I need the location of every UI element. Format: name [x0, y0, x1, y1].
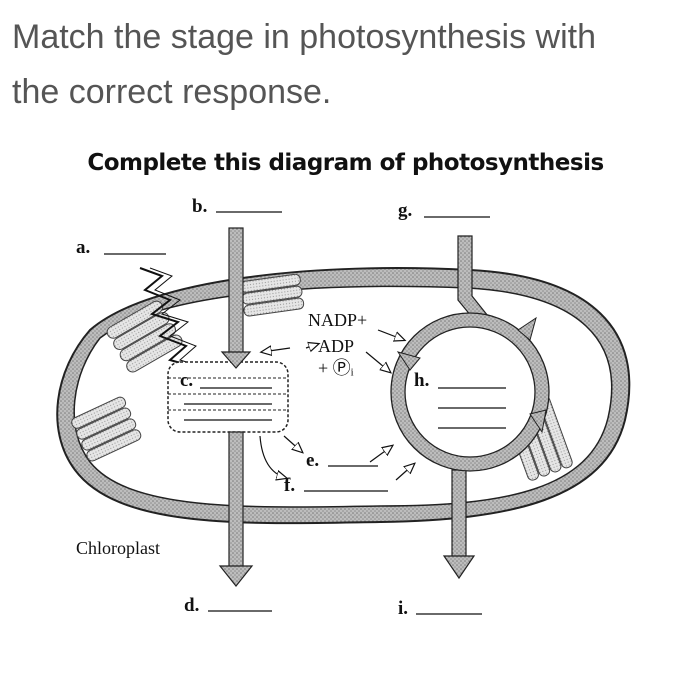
calvin-arrowhead-3 — [396, 351, 421, 371]
question-line-2: the correct response. — [12, 73, 332, 111]
label-a: a. — [76, 237, 90, 258]
question-text: Match the stage in photosynthesis with t… — [12, 10, 672, 120]
label-chloroplast: Chloroplast — [76, 538, 160, 558]
arrow-f — [259, 435, 286, 478]
label-i: i. — [398, 598, 408, 619]
thylakoid-stack — [167, 361, 289, 433]
arrow-f-to-cycle — [395, 464, 414, 481]
arrow-e — [283, 435, 302, 452]
calvin-ring-inner — [404, 326, 536, 458]
calvin-arrowhead-2 — [529, 409, 547, 434]
right-vertical-arrow — [442, 235, 489, 580]
left-vertical-arrow — [218, 227, 254, 587]
arrow-nadp-in — [262, 348, 291, 352]
sunlight-zigzag — [139, 267, 199, 369]
grana-left-top — [106, 300, 183, 373]
arrow-nadp-right — [377, 329, 404, 340]
arrow-adp-left — [305, 344, 318, 348]
arrow-adp-right — [365, 351, 390, 372]
calvin-arrowhead-1 — [517, 316, 537, 341]
label-e: e. — [306, 450, 319, 471]
sunlight-zigzag-2 — [149, 267, 207, 369]
label-h: h. — [414, 370, 429, 391]
label-d: d. — [184, 595, 199, 616]
calvin-ring-outer — [390, 312, 550, 472]
question-line-1: Match the stage in photosynthesis with — [12, 18, 596, 56]
label-b: b. — [192, 196, 207, 217]
label-c: c. — [180, 370, 193, 391]
diagram-title: Complete this diagram of photosynthesis — [87, 150, 604, 176]
label-f: f. — [284, 475, 295, 496]
grana-top — [240, 273, 305, 317]
calvin-cycle-ring — [391, 313, 549, 471]
label-nadp: NADP+ — [308, 310, 367, 330]
arrow-e-to-cycle — [369, 446, 392, 463]
label-adp: ADP — [318, 336, 354, 356]
grana-left-bottom — [71, 396, 142, 462]
label-pi: + Ⓟᵢ — [318, 358, 354, 378]
label-g: g. — [398, 200, 412, 221]
